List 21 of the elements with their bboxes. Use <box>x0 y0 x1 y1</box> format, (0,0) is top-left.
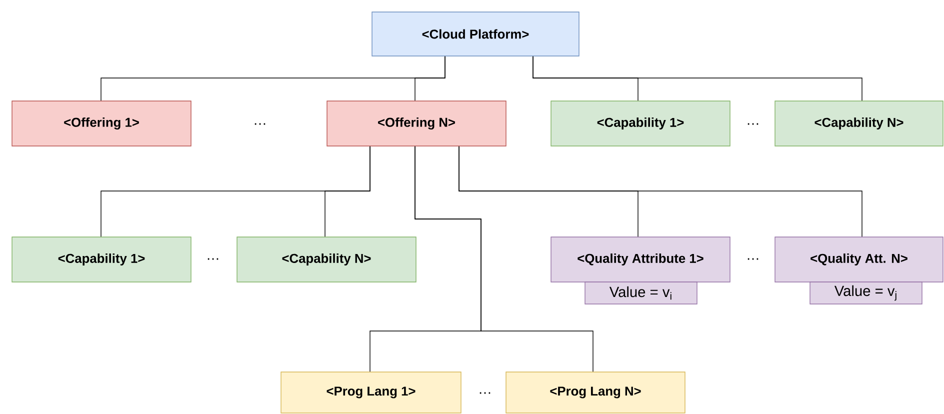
language-box: <Prog Lang N> <box>506 372 686 414</box>
capability-box: <Capability N> <box>774 100 944 146</box>
offering-box: <Offering N> <box>326 100 506 146</box>
offering-box: <Offering 1> <box>12 100 192 146</box>
connector <box>458 146 862 237</box>
capability-box: <Capability 1> <box>550 100 730 146</box>
platform-box: <Cloud Platform> <box>372 12 580 56</box>
connector <box>532 56 862 101</box>
capability-box: <Capability 1> <box>12 236 192 282</box>
ellipsis: … <box>748 123 758 125</box>
ellipsis: … <box>208 258 218 260</box>
ellipsis: … <box>254 123 266 125</box>
ellipsis: … <box>748 258 758 260</box>
connector <box>414 146 594 372</box>
value-box: Value = v$_{i}$ <box>584 282 698 304</box>
connector <box>414 56 446 101</box>
language-box: <Prog Lang 1> <box>280 372 462 414</box>
connector <box>324 146 370 237</box>
ellipsis: … <box>480 392 490 394</box>
capability-box: <Capability N> <box>236 236 416 282</box>
value-box: Value = v$_{j}$ <box>810 282 922 304</box>
